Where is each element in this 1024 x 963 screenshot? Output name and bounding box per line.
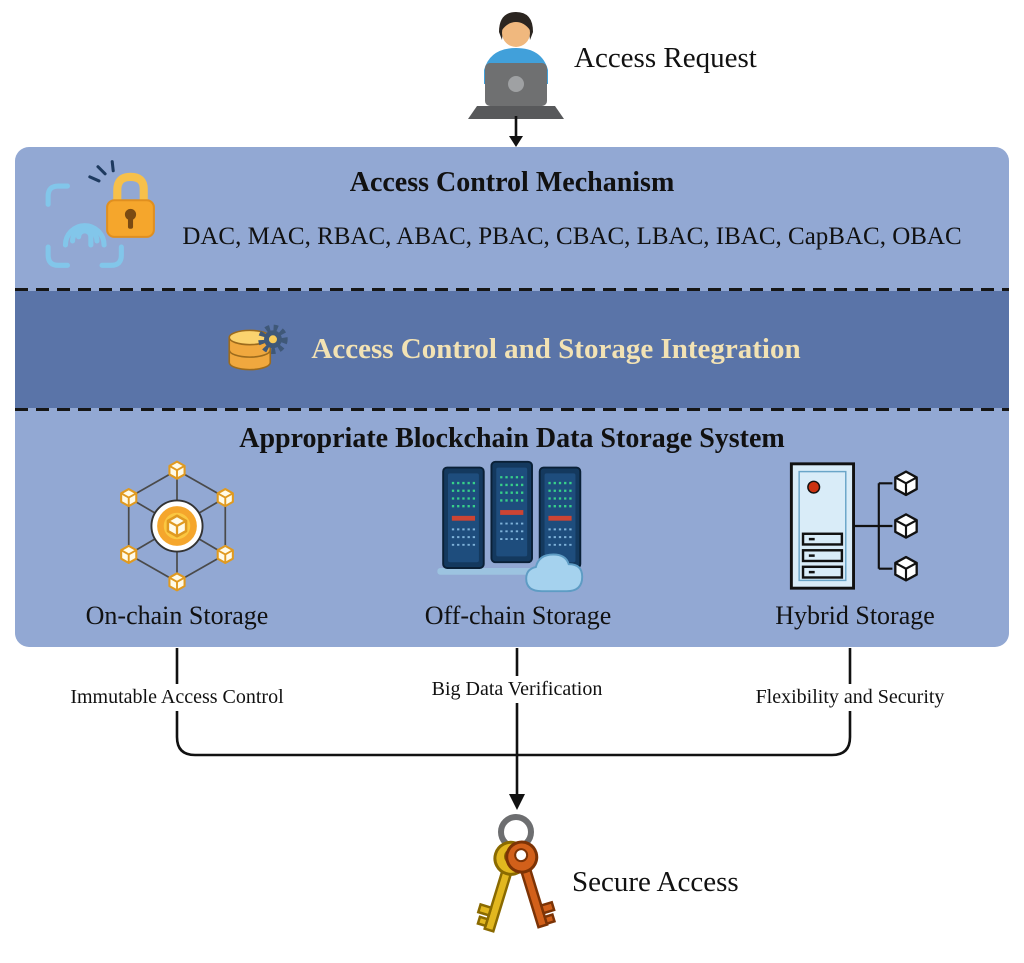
benefit-big-data-verification: Big Data Verification bbox=[407, 676, 627, 703]
offchain-servers-icon bbox=[433, 455, 603, 597]
secure-access-label: Secure Access bbox=[572, 866, 739, 898]
database-gear-icon bbox=[228, 324, 289, 370]
storage-section: Appropriate Blockchain Data Storage Syst… bbox=[15, 411, 1009, 647]
access-request-label: Access Request bbox=[574, 42, 757, 74]
access-control-section: Access Control Mechanism DAC, MAC, RBAC,… bbox=[15, 147, 1009, 290]
offchain-label: Off-chain Storage bbox=[424, 601, 612, 630]
down-arrow-icon bbox=[509, 116, 523, 147]
person-laptop-icon bbox=[468, 12, 564, 119]
access-control-mechanisms: DAC, MAC, RBAC, ABAC, PBAC, CBAC, LBAC, … bbox=[182, 223, 962, 250]
integration-section: Access Control and Storage Integration bbox=[15, 291, 1009, 408]
access-control-title: Access Control Mechanism bbox=[349, 167, 675, 198]
storage-title: Appropriate Blockchain Data Storage Syst… bbox=[239, 423, 785, 454]
keys-icon bbox=[476, 814, 557, 933]
onchain-label: On-chain Storage bbox=[85, 601, 269, 630]
access-control-system-box: Access Control Mechanism DAC, MAC, RBAC,… bbox=[15, 147, 1009, 647]
converging-connectors bbox=[175, 648, 852, 810]
arrowhead bbox=[509, 794, 525, 810]
integration-title: Access Control and Storage Integration bbox=[311, 333, 801, 365]
benefit-immutable-access-control: Immutable Access Control bbox=[47, 684, 307, 711]
dashed-divider-top bbox=[15, 288, 1009, 291]
dashed-divider-bottom bbox=[15, 408, 1009, 411]
storage-option-onchain: On-chain Storage bbox=[57, 455, 297, 631]
onchain-network-icon bbox=[106, 455, 248, 597]
fingerprint-lock-icon bbox=[45, 160, 155, 268]
hybrid-server-icon bbox=[770, 455, 940, 597]
hybrid-label: Hybrid Storage bbox=[775, 601, 935, 630]
storage-option-hybrid: Hybrid Storage bbox=[735, 455, 975, 631]
benefit-flexibility-and-security: Flexibility and Security bbox=[735, 684, 965, 711]
storage-option-offchain: Off-chain Storage bbox=[398, 455, 638, 631]
